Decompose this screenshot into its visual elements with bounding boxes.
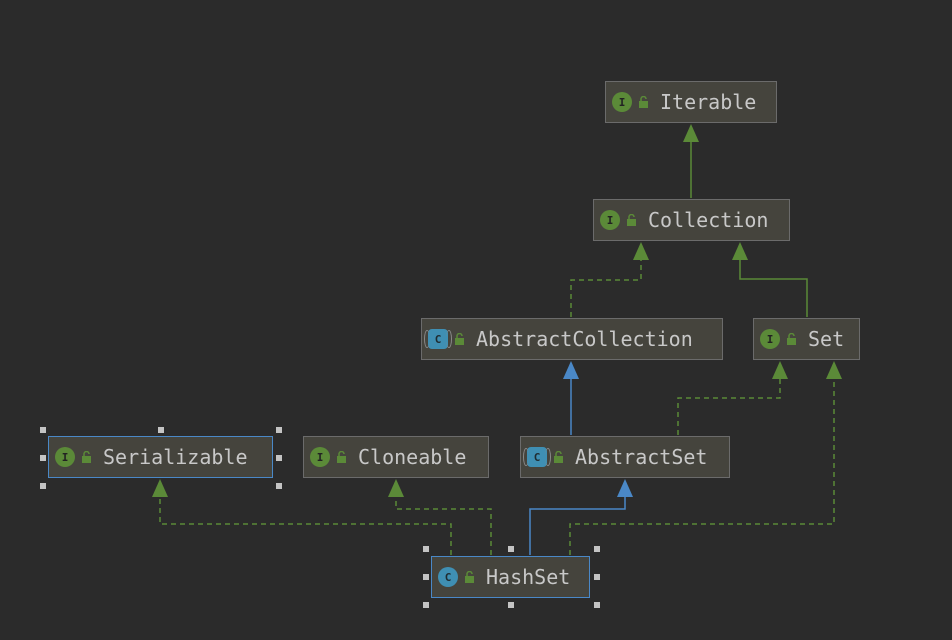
node-collection[interactable]: I Collection bbox=[593, 199, 790, 241]
resize-handle[interactable] bbox=[276, 455, 282, 461]
node-abstract-collection[interactable]: C AbstractCollection bbox=[421, 318, 723, 360]
unlock-icon bbox=[554, 451, 563, 463]
resize-handle[interactable] bbox=[508, 602, 514, 608]
node-label: Collection bbox=[648, 208, 769, 232]
resize-handle[interactable] bbox=[423, 602, 429, 608]
resize-handle[interactable] bbox=[594, 602, 600, 608]
resize-handle[interactable] bbox=[508, 546, 514, 552]
edge-abstract-set-abstract-collection bbox=[563, 361, 579, 435]
unlock-icon bbox=[787, 333, 796, 345]
resize-handle[interactable] bbox=[423, 546, 429, 552]
node-label: AbstractCollection bbox=[476, 327, 693, 351]
node-abstract-set[interactable]: C AbstractSet bbox=[520, 436, 730, 478]
node-hashset[interactable]: C HashSet bbox=[431, 556, 590, 598]
unlock-icon bbox=[465, 571, 474, 583]
node-label: Iterable bbox=[660, 90, 757, 114]
unlock-icon bbox=[639, 96, 648, 108]
node-label: HashSet bbox=[486, 565, 571, 589]
unlock-icon bbox=[627, 214, 636, 226]
resize-handle[interactable] bbox=[40, 427, 46, 433]
node-cloneable[interactable]: I Cloneable bbox=[303, 436, 489, 478]
resize-handle[interactable] bbox=[594, 546, 600, 552]
resize-handle[interactable] bbox=[423, 574, 429, 580]
edge-abstract-set-set bbox=[677, 361, 788, 435]
node-label: Serializable bbox=[103, 445, 248, 469]
edge-abstract-collection-collection bbox=[570, 242, 649, 317]
edge-hashset-set bbox=[569, 361, 842, 555]
interface-icon: I bbox=[310, 447, 330, 467]
class-icon: C bbox=[438, 567, 458, 587]
resize-handle[interactable] bbox=[594, 574, 600, 580]
unlock-icon bbox=[82, 451, 91, 463]
interface-icon: I bbox=[760, 329, 780, 349]
resize-handle[interactable] bbox=[158, 427, 164, 433]
edge-hashset-serializable bbox=[152, 479, 452, 555]
resize-handle[interactable] bbox=[40, 483, 46, 489]
unlock-icon bbox=[337, 451, 346, 463]
edge-hashset-cloneable bbox=[388, 479, 492, 555]
node-label: Cloneable bbox=[358, 445, 467, 469]
node-label: Set bbox=[808, 327, 845, 351]
resize-handle[interactable] bbox=[276, 483, 282, 489]
unlock-icon bbox=[455, 333, 464, 345]
node-iterable[interactable]: I Iterable bbox=[605, 81, 777, 123]
resize-handle[interactable] bbox=[276, 427, 282, 433]
interface-icon: I bbox=[55, 447, 75, 467]
edge-hashset-abstract-set bbox=[529, 479, 633, 555]
abstract-class-icon: C bbox=[424, 329, 452, 349]
edge-set-collection bbox=[732, 242, 808, 317]
interface-icon: I bbox=[612, 92, 632, 112]
node-label: AbstractSet bbox=[575, 445, 708, 469]
node-serializable[interactable]: I Serializable bbox=[48, 436, 273, 478]
resize-handle[interactable] bbox=[40, 455, 46, 461]
node-set[interactable]: I Set bbox=[753, 318, 860, 360]
edge-collection-iterable bbox=[683, 124, 699, 198]
abstract-class-icon: C bbox=[523, 447, 551, 467]
interface-icon: I bbox=[600, 210, 620, 230]
